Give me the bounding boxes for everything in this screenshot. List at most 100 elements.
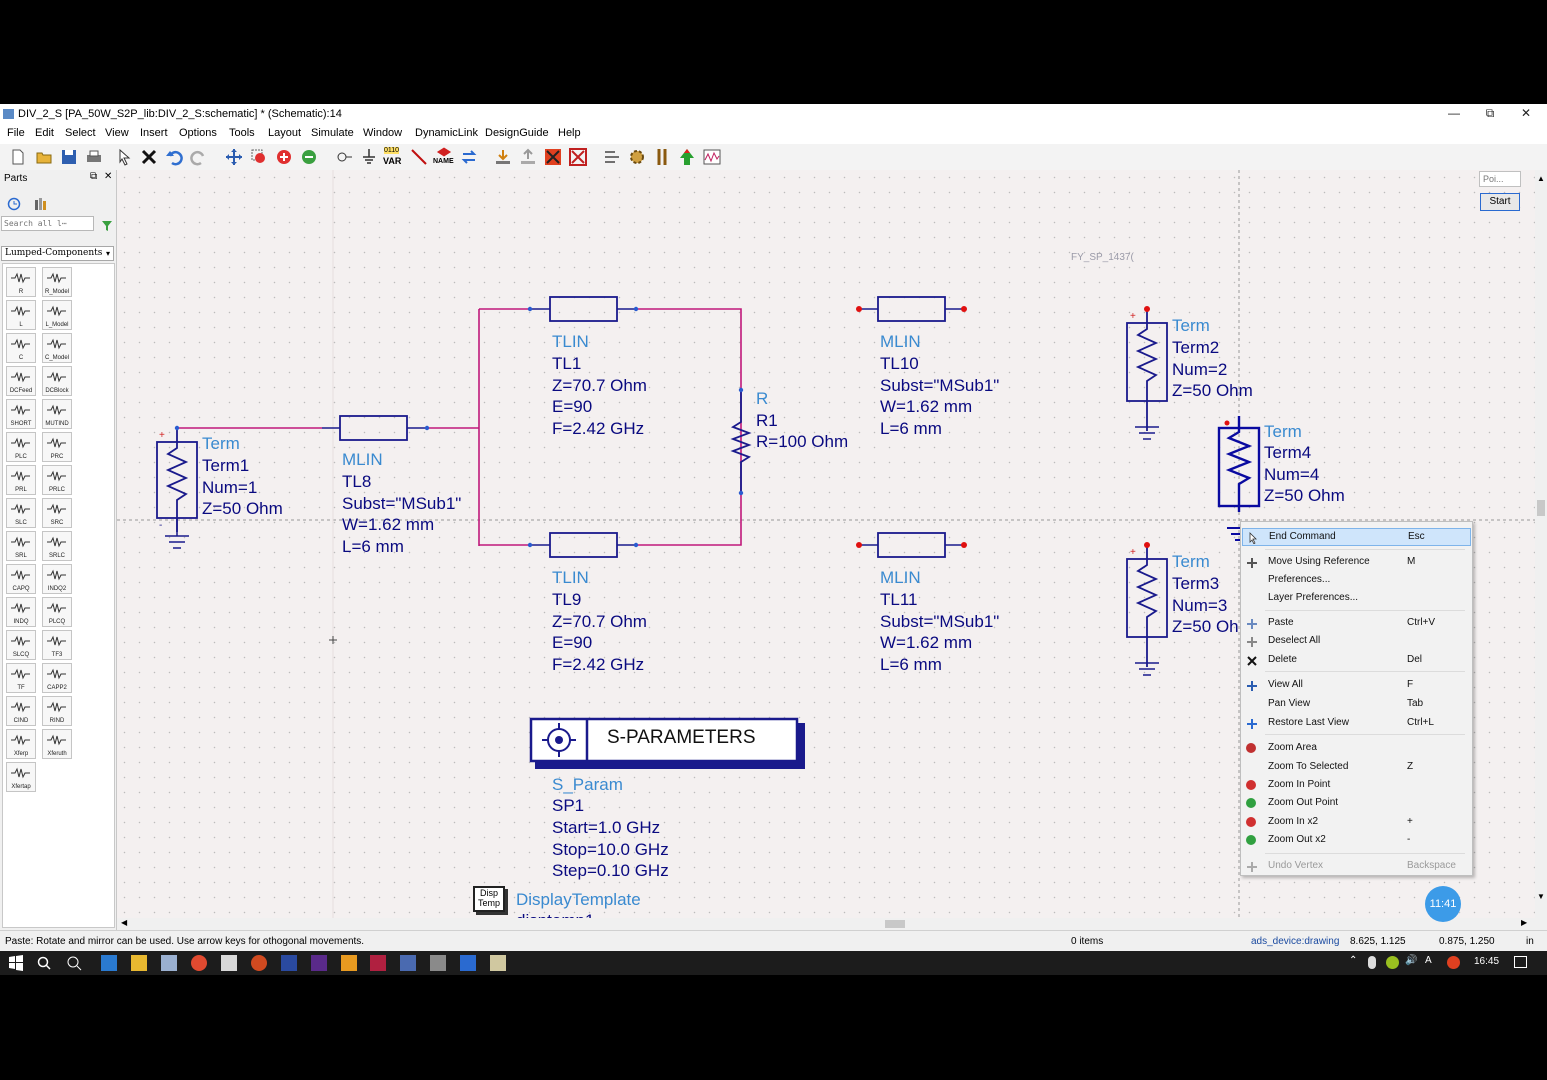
- task-view-icon[interactable]: [66, 955, 82, 971]
- vertical-scrollbar[interactable]: ▲ ▼: [1535, 170, 1547, 930]
- term3-symbol[interactable]: +: [1126, 542, 1168, 676]
- part-xferuth[interactable]: Xferuth: [42, 729, 72, 759]
- windows-start-icon[interactable]: [8, 955, 24, 971]
- menu-item-zoom-out-x2[interactable]: Zoom Out x2-: [1242, 832, 1471, 850]
- menu-layout[interactable]: Layout: [268, 127, 302, 139]
- library-dropdown[interactable]: Lumped-Components ▾: [1, 246, 114, 261]
- part-tf3[interactable]: TF3: [42, 630, 72, 660]
- part-plcq[interactable]: PLCQ: [42, 597, 72, 627]
- undo-icon[interactable]: [164, 147, 184, 167]
- name-icon[interactable]: NAME: [433, 147, 455, 167]
- display-template-symbol[interactable]: Disp Temp: [473, 886, 505, 912]
- scroll-right-icon[interactable]: ▶: [1521, 918, 1528, 927]
- taskbar-app-tool-icon[interactable]: [460, 955, 476, 971]
- menu-edit[interactable]: Edit: [35, 127, 54, 139]
- part-cind[interactable]: CIND: [6, 696, 36, 726]
- tray-chevron-up-icon[interactable]: ⌃: [1349, 955, 1358, 966]
- close-panel-button[interactable]: ✕: [104, 171, 113, 182]
- part-dcfeed[interactable]: DCFeed: [6, 366, 36, 396]
- taskbar-app-recorder-icon[interactable]: [251, 955, 267, 971]
- part-r[interactable]: R: [6, 267, 36, 297]
- taskbar-app-sign-icon[interactable]: [430, 955, 446, 971]
- taskbar-app-explorer-icon[interactable]: [131, 955, 147, 971]
- pointer-field[interactable]: Poi...: [1479, 171, 1521, 187]
- part-tf[interactable]: TF: [6, 663, 36, 693]
- taskbar-app-ads-icon[interactable]: [370, 955, 386, 971]
- taskbar-app-window-icon[interactable]: [221, 955, 237, 971]
- tl10-symbol[interactable]: [856, 296, 967, 322]
- select-arrow-icon[interactable]: [114, 147, 134, 167]
- tune-icon[interactable]: [652, 147, 672, 167]
- part-capq[interactable]: CAPQ: [6, 564, 36, 594]
- zoom-area-icon[interactable]: [249, 147, 269, 167]
- menu-options[interactable]: Options: [179, 127, 217, 139]
- taskbar-app-orange-icon[interactable]: [341, 955, 357, 971]
- start-button[interactable]: Start: [1480, 193, 1520, 211]
- taskbar-app-doc-icon[interactable]: [400, 955, 416, 971]
- move-icon[interactable]: [224, 147, 244, 167]
- input-method-icon[interactable]: A: [1425, 955, 1432, 966]
- menu-dynamiclink[interactable]: DynamicLink: [415, 127, 478, 139]
- part-slc[interactable]: SLC: [6, 498, 36, 528]
- taskbar-app-desktop-icon[interactable]: [101, 955, 117, 971]
- term2-symbol[interactable]: +: [1126, 306, 1168, 440]
- part-mutind[interactable]: MUTIND: [42, 399, 72, 429]
- short-icon[interactable]: [568, 147, 588, 167]
- menu-help[interactable]: Help: [558, 127, 581, 139]
- part-c[interactable]: C: [6, 333, 36, 363]
- simulate-gear-icon[interactable]: [627, 147, 647, 167]
- menu-item-layer-preferences[interactable]: Layer Preferences...: [1242, 590, 1471, 608]
- scroll-left-icon[interactable]: ◀: [121, 918, 128, 927]
- part-prc[interactable]: PRC: [42, 432, 72, 462]
- notification-icon[interactable]: [1514, 956, 1527, 968]
- part-rind[interactable]: RIND: [42, 696, 72, 726]
- push-into-icon[interactable]: [493, 147, 513, 167]
- part-indq[interactable]: INDQ: [6, 597, 36, 627]
- part-srlc[interactable]: SRLC: [42, 531, 72, 561]
- menu-item-preferences[interactable]: Preferences...: [1242, 572, 1471, 590]
- sparam-symbol[interactable]: [529, 717, 805, 769]
- part-prl[interactable]: PRL: [6, 465, 36, 495]
- tl1-symbol[interactable]: [527, 296, 639, 322]
- menu-item-zoom-in-x2[interactable]: Zoom In x2+: [1242, 814, 1471, 832]
- horizontal-scrollbar[interactable]: ◀ ▶: [117, 918, 1535, 930]
- menu-designguide[interactable]: DesignGuide: [485, 127, 549, 139]
- vertical-scroll-thumb[interactable]: [1537, 500, 1545, 516]
- wire-pins-icon[interactable]: [602, 147, 622, 167]
- print-icon[interactable]: [84, 147, 104, 167]
- optimize-icon[interactable]: [677, 147, 697, 167]
- part-capp2[interactable]: CAPP2: [42, 663, 72, 693]
- menu-simulate[interactable]: Simulate: [311, 127, 354, 139]
- taskbar-app-purple-icon[interactable]: [311, 955, 327, 971]
- history-icon[interactable]: [7, 197, 21, 211]
- part-c-model[interactable]: C_Model: [42, 333, 72, 363]
- r1-symbol[interactable]: [730, 387, 752, 496]
- float-panel-button[interactable]: ⧉: [90, 171, 98, 182]
- var-icon[interactable]: 0110 VAR: [383, 147, 405, 167]
- taskbar-app-files-icon[interactable]: [161, 955, 177, 971]
- scroll-up-icon[interactable]: ▲: [1537, 174, 1545, 183]
- zoom-in-icon[interactable]: [274, 147, 294, 167]
- ground-icon[interactable]: [359, 147, 379, 167]
- menu-file[interactable]: File: [7, 127, 25, 139]
- new-icon[interactable]: [8, 147, 28, 167]
- tray-antivirus-icon[interactable]: [1447, 956, 1460, 969]
- menu-item-zoom-area[interactable]: Zoom Area: [1242, 740, 1471, 758]
- horizontal-scroll-thumb[interactable]: [885, 920, 905, 928]
- menu-item-zoom-out-point[interactable]: Zoom Out Point: [1242, 795, 1471, 813]
- volume-icon[interactable]: 🔊: [1405, 955, 1418, 966]
- scroll-down-icon[interactable]: ▼: [1537, 892, 1545, 901]
- pop-out-icon[interactable]: [518, 147, 538, 167]
- minimize-button[interactable]: —: [1448, 106, 1460, 120]
- library-icon[interactable]: [33, 197, 47, 211]
- tl11-symbol[interactable]: [856, 532, 967, 558]
- menu-view[interactable]: View: [105, 127, 129, 139]
- microphone-icon[interactable]: [1368, 956, 1376, 969]
- rotate-icon[interactable]: [459, 147, 479, 167]
